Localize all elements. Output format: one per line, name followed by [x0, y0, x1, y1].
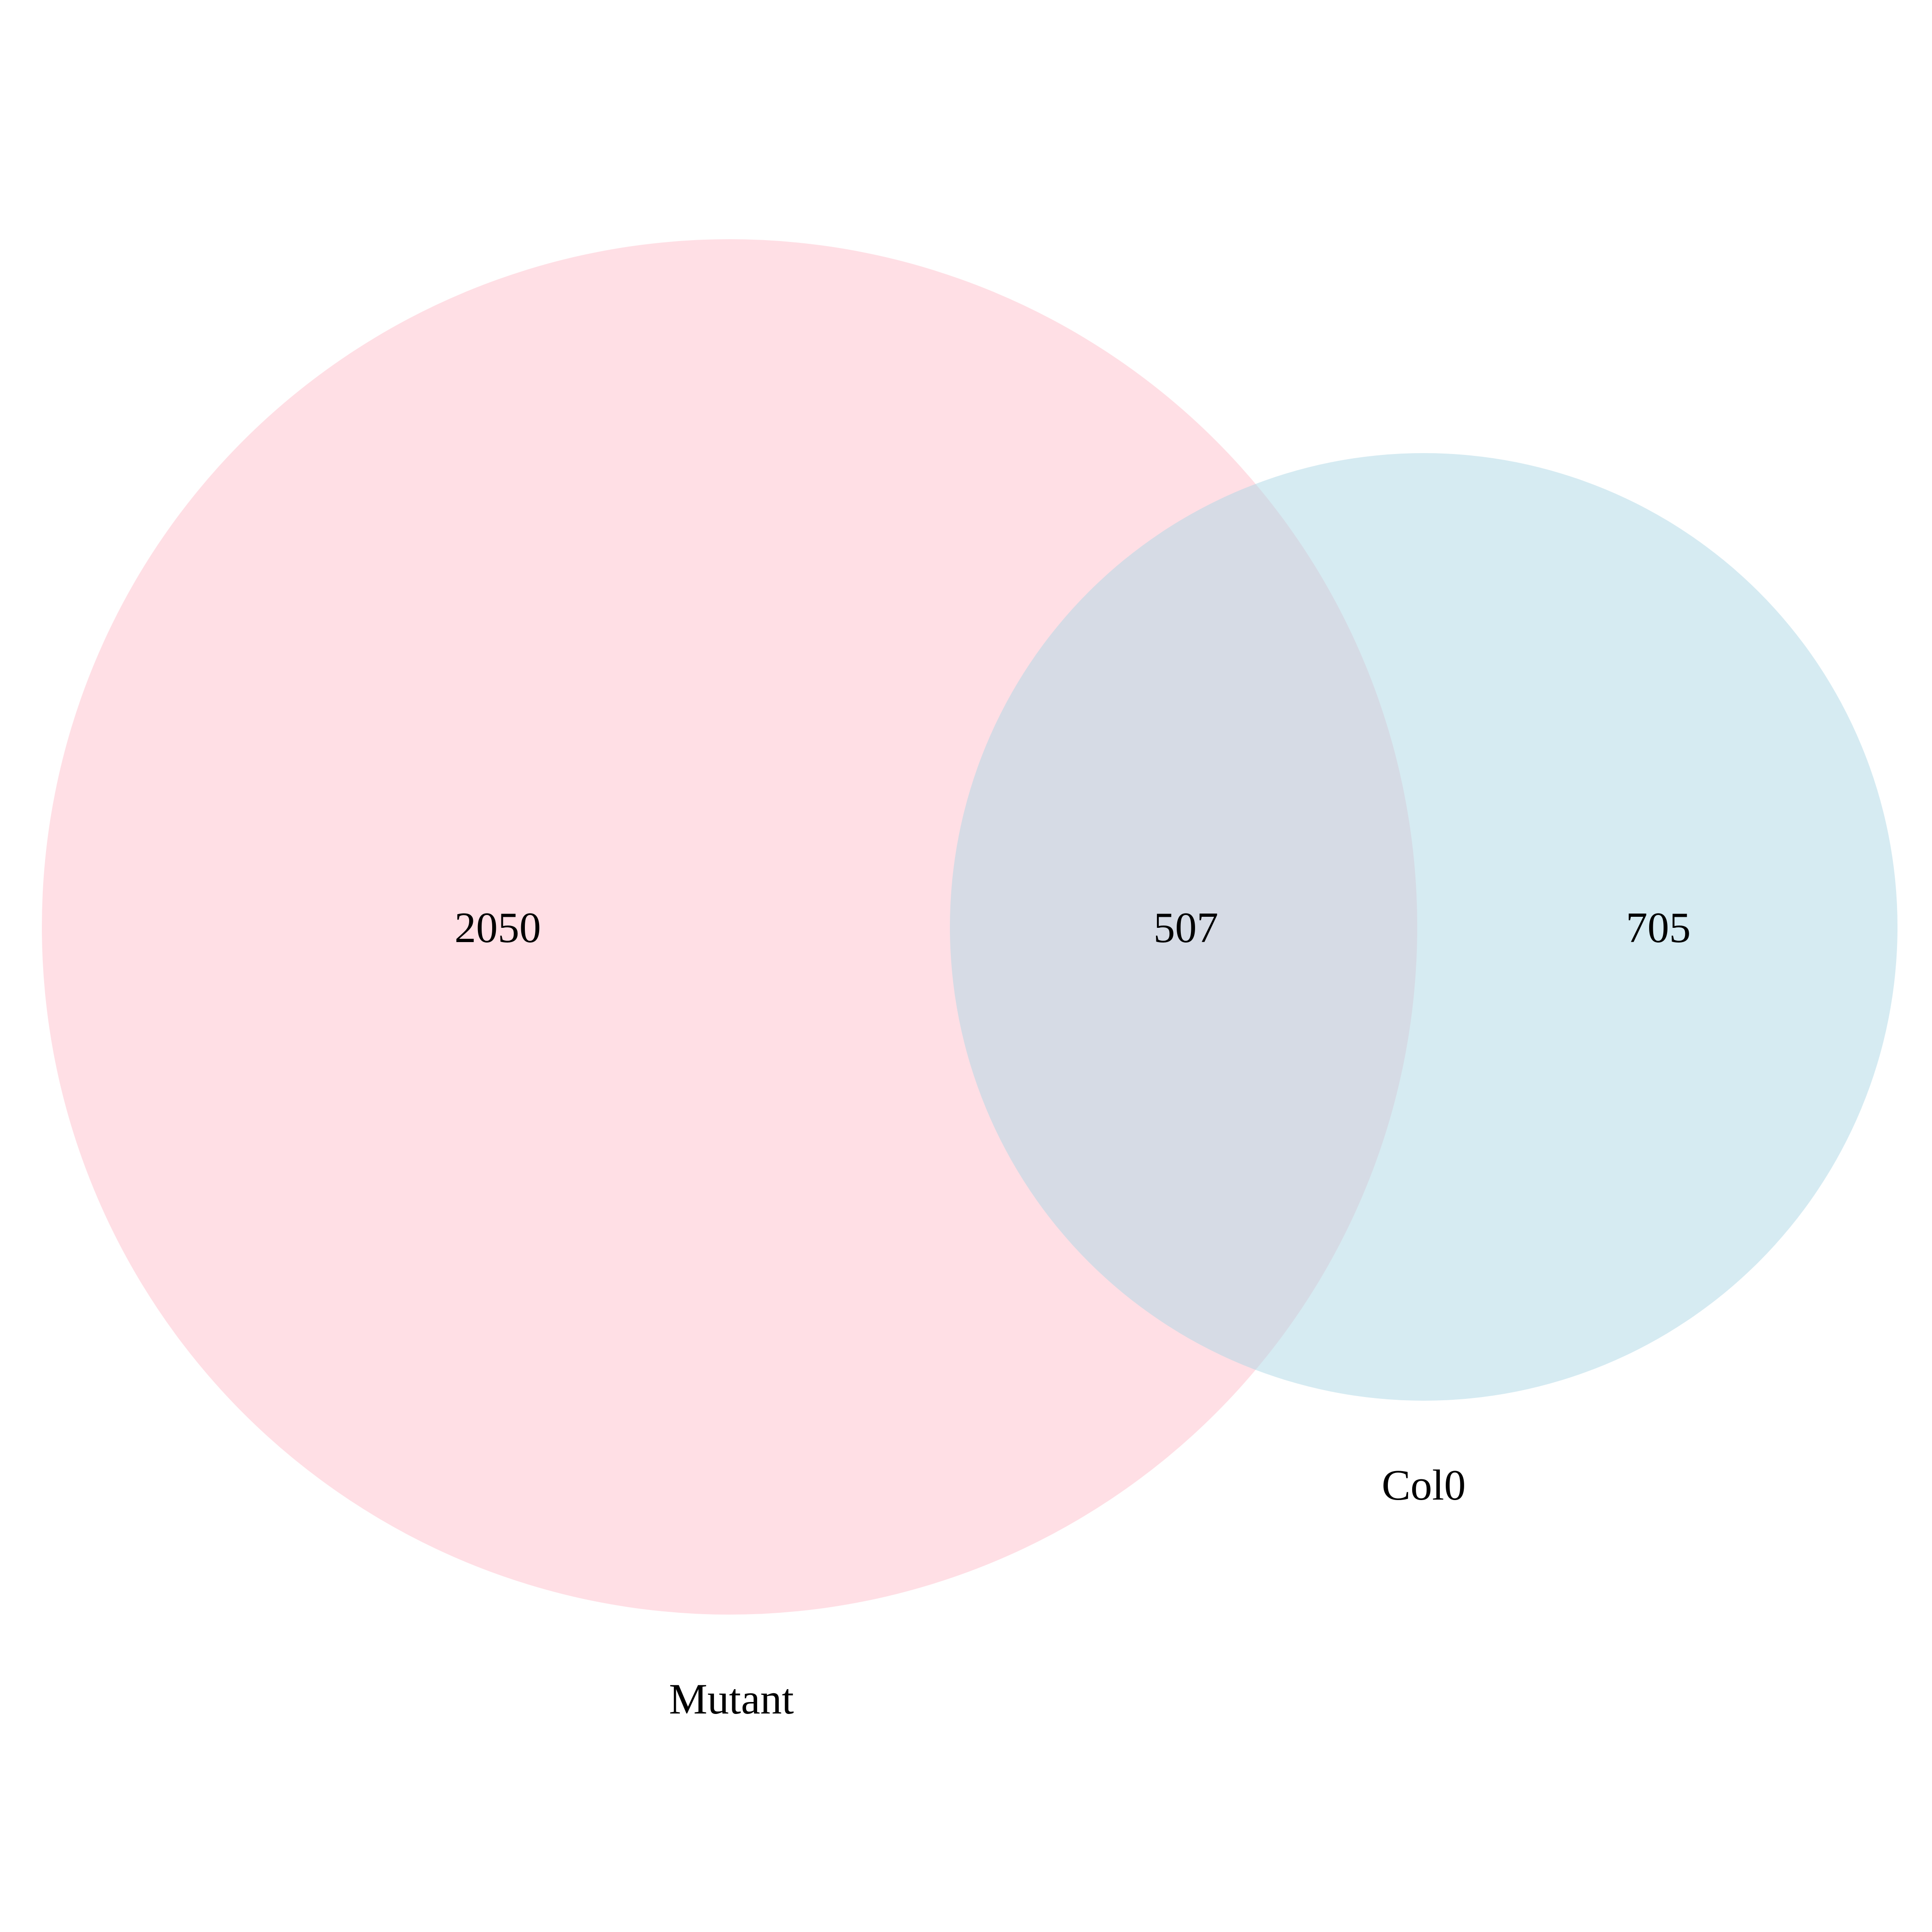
col0-only-count: 705 [1626, 904, 1691, 952]
mutant-set-label: Mutant [669, 1675, 794, 1723]
col0-set-label: Col0 [1382, 1461, 1466, 1509]
intersection-count: 507 [1154, 904, 1219, 952]
col0-circle [950, 453, 1898, 1401]
mutant-only-count: 2050 [454, 904, 541, 952]
mutant-circle [42, 239, 1417, 1615]
